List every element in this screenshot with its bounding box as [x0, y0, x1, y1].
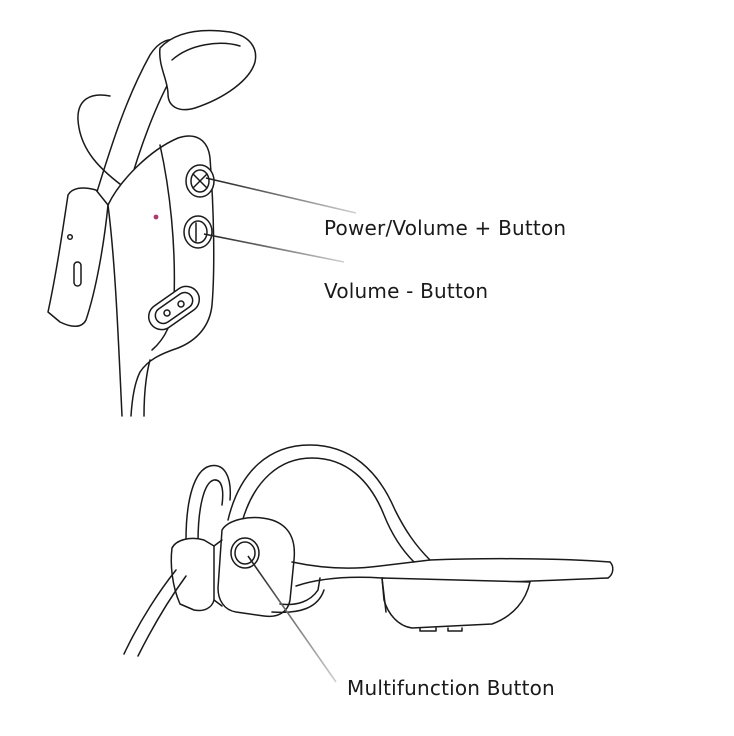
charging-port-icon	[73, 261, 82, 287]
neckband-rear-inner	[143, 359, 151, 417]
transducer-pad	[159, 29, 257, 111]
rear-band-left	[123, 569, 177, 655]
leader-line-power	[205, 177, 357, 214]
charging-arm	[47, 187, 109, 327]
power-volume-up-button[interactable]	[185, 164, 215, 198]
control-body	[107, 135, 215, 417]
power-volume-up-label: Power/Volume + Button	[324, 216, 567, 240]
far-module	[170, 537, 215, 612]
main-ear-hook-inner	[241, 457, 415, 563]
near-transducer-edge	[213, 539, 223, 607]
housing-seam	[381, 577, 387, 613]
lower-control-slot	[147, 285, 201, 331]
main-ear-hook	[227, 444, 431, 561]
pod-back-curve	[77, 94, 129, 191]
volume-down-label: Volume - Button	[324, 279, 489, 303]
headphone-full-view	[123, 444, 614, 657]
leader-line-volume-down	[203, 233, 345, 263]
leader-line-multifunction	[247, 555, 337, 683]
multifunction-button[interactable]	[230, 537, 260, 569]
volume-down-button[interactable]	[183, 215, 213, 249]
transducer-pad-inner	[171, 42, 241, 61]
transducer-under-connector-b	[271, 589, 325, 614]
neckband-rear	[107, 204, 123, 417]
indicator-light	[153, 214, 159, 220]
slot-dot-icon	[163, 309, 171, 317]
slot-dot-icon	[177, 300, 185, 308]
far-ear-hook	[185, 464, 232, 541]
mic-hole-icon	[66, 233, 74, 241]
control-body-front-edge	[151, 144, 176, 351]
multifunction-label: Multifunction Button	[347, 676, 555, 700]
transducer-under-connector	[279, 577, 321, 606]
neckband-end	[607, 561, 614, 579]
battery-housing	[381, 577, 531, 629]
far-ear-hook-inner	[197, 479, 224, 543]
neckband-top-edge	[291, 557, 611, 569]
rear-band-left-inner	[137, 575, 187, 657]
control-pod-closeup	[47, 29, 257, 417]
housing-tabs	[419, 627, 463, 632]
